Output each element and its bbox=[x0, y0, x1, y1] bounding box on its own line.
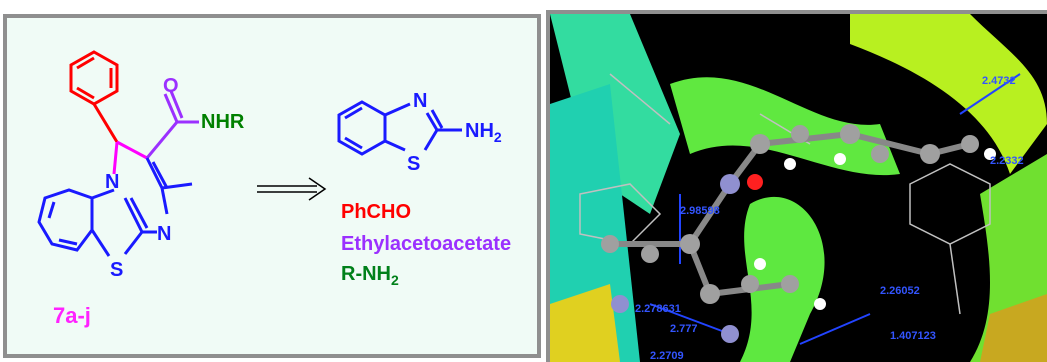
distance-label: 2.98598 bbox=[680, 205, 720, 217]
ribbon-yellowgreen-top bbox=[850, 14, 1047, 174]
core-s-label: S bbox=[110, 259, 123, 281]
amide-oxygen-label: O bbox=[163, 75, 179, 97]
ribbon-teal-sheet bbox=[550, 14, 680, 214]
fused-core-bonds bbox=[37, 157, 193, 257]
phenyl-ring bbox=[69, 50, 119, 143]
reagent-phchO: PhCHO bbox=[341, 201, 411, 223]
hbond-lines bbox=[649, 73, 1021, 345]
distance-label: 2.278631 bbox=[635, 303, 681, 315]
ribbon-teal-left bbox=[550, 84, 640, 362]
reaction-arrow bbox=[257, 177, 327, 201]
distance-label: 2.2332 bbox=[990, 155, 1024, 167]
reagent-amine: R-NH2 bbox=[341, 263, 399, 288]
distance-label: 2.26052 bbox=[880, 285, 920, 297]
core-n2-label: N bbox=[157, 223, 171, 245]
distance-label: 2.777 bbox=[670, 323, 698, 335]
compound-label: 7a-j bbox=[53, 303, 91, 328]
wireframe-residues bbox=[579, 73, 991, 315]
reaction-scheme-svg: O NHR N N S 7a-j bbox=[37, 50, 511, 328]
amide-nhr-label: NHR bbox=[201, 111, 245, 133]
core-n-label: N bbox=[105, 171, 119, 193]
amide-bonds bbox=[145, 90, 199, 159]
reagent-ethylacetoacetate: Ethylacetoacetate bbox=[341, 233, 511, 255]
distance-label: 2.4732 bbox=[982, 75, 1016, 87]
distance-labels: 2.4732 2.2332 2.98598 2.278631 2.26052 2… bbox=[635, 75, 1024, 362]
distance-label: 1.407123 bbox=[890, 330, 936, 342]
docking-view-panel: 2.4732 2.2332 2.98598 2.278631 2.26052 2… bbox=[546, 10, 1047, 362]
ribbon-yellow-right bbox=[980, 294, 1047, 362]
ligand-ball-stick bbox=[601, 124, 996, 343]
ribbon-yellow-left bbox=[550, 284, 620, 362]
reactant-n-label: N bbox=[413, 90, 427, 112]
reactant-amine-label: NH2 bbox=[465, 120, 502, 145]
ribbon-green-helix bbox=[670, 77, 900, 176]
pyrimidine-top-bonds bbox=[112, 140, 148, 175]
distance-label: 2.2709 bbox=[650, 350, 684, 362]
docking-scene-svg: 2.4732 2.2332 2.98598 2.278631 2.26052 2… bbox=[550, 14, 1047, 362]
reactant-s-label: S bbox=[407, 153, 420, 175]
reaction-scheme-panel: O NHR N N S 7a-j bbox=[3, 14, 541, 358]
aminobenzothiazole-bonds bbox=[337, 100, 462, 156]
